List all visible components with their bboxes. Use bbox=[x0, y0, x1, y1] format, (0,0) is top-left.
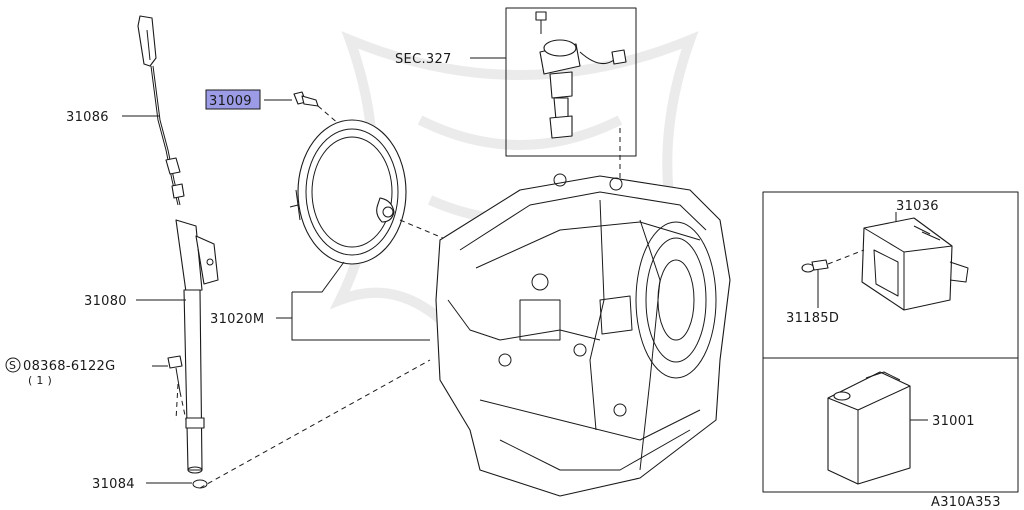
fluid-can-31001[interactable] bbox=[827, 371, 911, 485]
transaxle-case[interactable] bbox=[435, 173, 731, 497]
label-31080[interactable]: 31080 bbox=[84, 294, 127, 309]
bolt-s-circle bbox=[5, 357, 21, 373]
label-31036[interactable]: 31036 bbox=[896, 199, 939, 214]
control-unit-31036[interactable] bbox=[861, 217, 969, 311]
sec327-inset[interactable] bbox=[505, 7, 637, 157]
o-ring-to-case-dash bbox=[199, 359, 431, 489]
label-31009[interactable]: 31009 bbox=[209, 94, 252, 109]
label-31020m[interactable]: 31020M bbox=[210, 312, 264, 327]
leader-31009-dash bbox=[317, 105, 341, 126]
leader-lines bbox=[122, 57, 928, 484]
label-31185d[interactable]: 31185D bbox=[786, 311, 839, 326]
label-sec327[interactable]: SEC.327 bbox=[395, 52, 452, 67]
bolt-prefix: S bbox=[9, 359, 16, 372]
right-inset-panel bbox=[762, 191, 1019, 493]
label-bolt-qty: ( 1 ) bbox=[28, 374, 52, 387]
bolt-to-tube-dash bbox=[175, 383, 179, 421]
label-31084[interactable]: 31084 bbox=[92, 477, 135, 492]
label-31001[interactable]: 31001 bbox=[932, 414, 975, 429]
o-ring-31084[interactable] bbox=[192, 479, 208, 489]
bolt-08368-6122g[interactable] bbox=[167, 355, 187, 421]
filler-tube-31080[interactable] bbox=[175, 219, 219, 474]
diagram-id: A310A353 bbox=[931, 495, 1001, 510]
part-labels: 31086 31009 SEC.327 31080 31020M S 08368… bbox=[5, 52, 1001, 510]
bolt-31185d[interactable] bbox=[801, 259, 829, 273]
bolt-31009[interactable] bbox=[293, 91, 319, 107]
highlight-31009 bbox=[205, 89, 261, 110]
label-31086[interactable]: 31086 bbox=[66, 110, 109, 125]
bolt-to-unit-dash bbox=[827, 249, 865, 265]
torque-converter-31020m[interactable] bbox=[289, 119, 407, 265]
label-08368-6122g[interactable]: 08368-6122G bbox=[23, 359, 116, 374]
dipstick-31086[interactable] bbox=[137, 15, 185, 206]
